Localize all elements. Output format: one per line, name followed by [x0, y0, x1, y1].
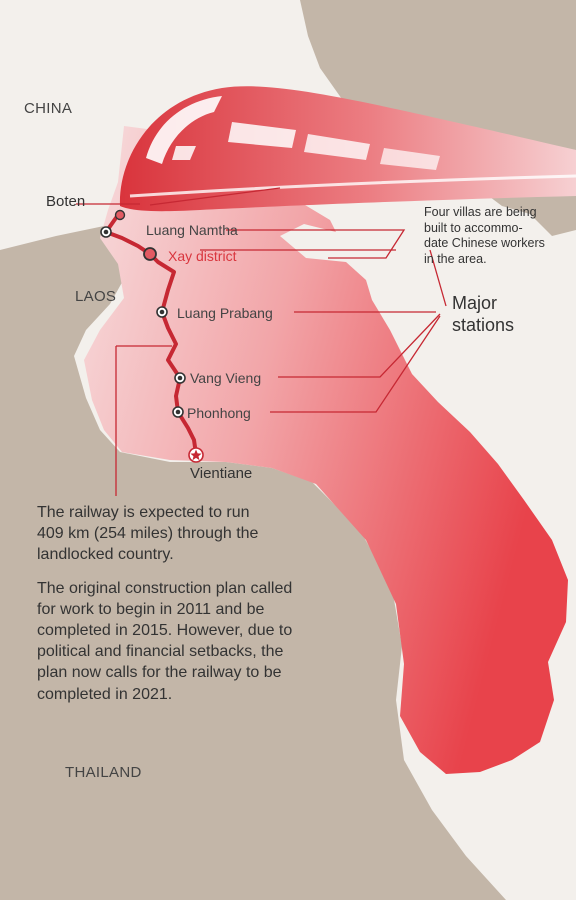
major-stations-callout: Major stations [452, 293, 515, 335]
station-dot-icon [143, 247, 157, 261]
station-dot-icon [177, 375, 183, 381]
distance-description: The railway is expected to run 409 km (2… [37, 504, 259, 564]
country-label-china: CHINA [24, 100, 73, 117]
country-label-thailand: THAILAND [65, 764, 142, 781]
station-label-xay-district: Xay district [168, 248, 237, 264]
country-label-laos: LAOS [75, 288, 117, 305]
station-dot-icon [114, 209, 126, 221]
station-dot-icon [103, 229, 109, 235]
leader-lines [76, 187, 447, 496]
timeline-description: The original construction plan called fo… [37, 580, 293, 703]
station-dot-icon [159, 309, 165, 315]
station-label-vang-vieng: Vang Vieng [190, 370, 262, 386]
thailand-landmass [0, 226, 506, 900]
endpoint-label-vientiane: Vientiane [190, 465, 253, 482]
endpoint-label-boten: Boten [46, 193, 86, 210]
laos-landmass [84, 126, 568, 774]
station-label-luang-prabang: Luang Prabang [177, 305, 273, 321]
villas-callout: Four villas are being built to accommo- … [424, 205, 545, 266]
high-speed-train-icon [119, 86, 576, 212]
station-dot-icon [175, 409, 181, 415]
station-label-phonhong: Phonhong [187, 405, 251, 421]
star-icon [190, 449, 202, 461]
station-markers [100, 209, 204, 463]
station-label-luang-namtha: Luang Namtha [146, 222, 238, 238]
